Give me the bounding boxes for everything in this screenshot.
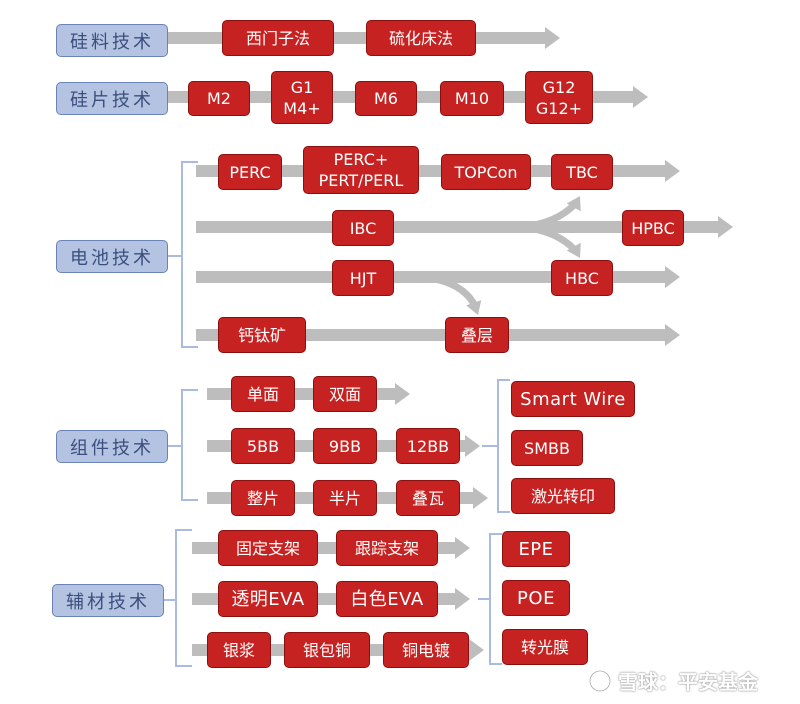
tech-mono-facial: 单面 — [231, 376, 295, 412]
category-silicon-material: 硅料技术 — [56, 24, 168, 57]
tech-tracking-mount: 跟踪支架 — [336, 530, 438, 566]
arrow-cell-ibc-track — [196, 216, 733, 238]
tech-shingled: 叠瓦 — [396, 480, 460, 516]
tech-smbb: SMBB — [511, 430, 583, 466]
tech-perc-plus-pert-perl: PERC+ PERT/PERL — [303, 146, 419, 194]
tech-tbc: TBC — [551, 154, 613, 190]
tech-m2: M2 — [188, 81, 250, 116]
tech-bifacial: 双面 — [313, 376, 377, 412]
watermark: 雪球：平安基金 — [588, 666, 758, 695]
bracket-aux-right — [489, 533, 502, 665]
bracket-aux-left — [175, 529, 192, 667]
tech-fixed-mount: 固定支架 — [218, 530, 318, 566]
tech-fluidized-bed: 硫化床法 — [366, 20, 476, 56]
tech-full-cell: 整片 — [231, 480, 295, 516]
tech-g1-m4plus: G1 M4+ — [271, 71, 333, 124]
tech-m10: M10 — [440, 81, 504, 116]
tech-perovskite: 钙钛矿 — [218, 317, 306, 353]
tech-silver-paste: 银浆 — [207, 632, 271, 668]
tech-laser-transfer: 激光转印 — [511, 478, 615, 514]
tech-hbc: HBC — [551, 260, 613, 296]
bracket-module-left — [181, 389, 198, 501]
tech-12bb: 12BB — [396, 428, 460, 464]
category-cell: 电池技术 — [56, 240, 168, 273]
tech-epe: EPE — [502, 531, 570, 567]
tech-5bb: 5BB — [231, 428, 295, 464]
tech-m6: M6 — [355, 81, 417, 116]
bracket-layer — [164, 161, 510, 667]
tech-g12-g12plus: G12 G12+ — [525, 71, 593, 124]
arrow-ibc-to-hbc — [519, 223, 581, 258]
tech-hjt: HJT — [332, 260, 394, 296]
arrow-hjt-to-tandem — [419, 273, 482, 315]
tech-9bb: 9BB — [313, 428, 377, 464]
tech-smart-wire: Smart Wire — [511, 381, 635, 417]
tech-perc: PERC — [218, 154, 282, 190]
bracket-module-right — [497, 379, 510, 513]
category-wafer: 硅片技术 — [56, 82, 168, 115]
snowball-logo-icon — [588, 669, 612, 692]
tech-light-conversion-film: 转光膜 — [502, 629, 588, 665]
tech-clear-eva: 透明EVA — [218, 581, 318, 617]
tech-topcon: TOPCon — [441, 154, 531, 190]
tech-hpbc: HPBC — [622, 210, 684, 246]
tech-half-cell: 半片 — [313, 480, 377, 516]
tech-white-eva: 白色EVA — [336, 581, 438, 617]
tech-copper-plating: 铜电镀 — [383, 632, 469, 668]
category-auxiliary: 辅材技术 — [52, 584, 164, 617]
watermark-text: 雪球：平安基金 — [618, 670, 758, 694]
arrow-cell-perovskite-track — [196, 324, 680, 346]
tech-tandem: 叠层 — [445, 317, 509, 353]
tech-siemens: 西门子法 — [222, 20, 334, 56]
category-module: 组件技术 — [56, 430, 168, 463]
tech-poe: POE — [502, 580, 570, 616]
tech-ibc: IBC — [332, 210, 394, 246]
tech-silver-coated-copper: 银包铜 — [284, 632, 370, 668]
bracket-cell — [181, 161, 198, 348]
